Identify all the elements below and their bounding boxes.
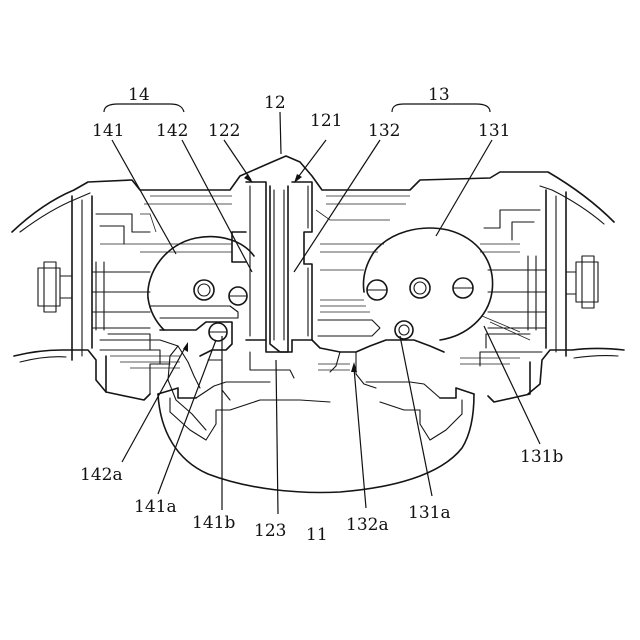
label-14: 14 <box>128 85 150 105</box>
left-frame <box>38 196 170 400</box>
label-131a: 131a <box>408 503 451 523</box>
label-131b: 131b <box>520 447 563 467</box>
label-141b: 141b <box>192 513 235 533</box>
right-frame <box>480 190 598 402</box>
label-123: 123 <box>254 521 286 541</box>
leader-lines <box>104 104 540 514</box>
center-piece-12 <box>250 186 294 378</box>
label-131: 131 <box>478 121 510 141</box>
label-141: 141 <box>92 121 124 141</box>
label-13: 13 <box>428 85 450 105</box>
label-122: 122 <box>208 121 240 141</box>
label-121: 121 <box>310 111 342 131</box>
label-141a: 141a <box>134 497 177 517</box>
label-12: 12 <box>264 93 286 113</box>
label-11: 11 <box>306 525 328 545</box>
base-11 <box>158 382 474 492</box>
label-132: 132 <box>368 121 400 141</box>
right-disc-131 <box>318 228 493 340</box>
label-142: 142 <box>156 121 188 141</box>
label-132a: 132a <box>346 515 389 535</box>
label-142a: 142a <box>80 465 123 485</box>
bracket-13 <box>392 104 490 112</box>
bracket-14 <box>104 104 184 112</box>
